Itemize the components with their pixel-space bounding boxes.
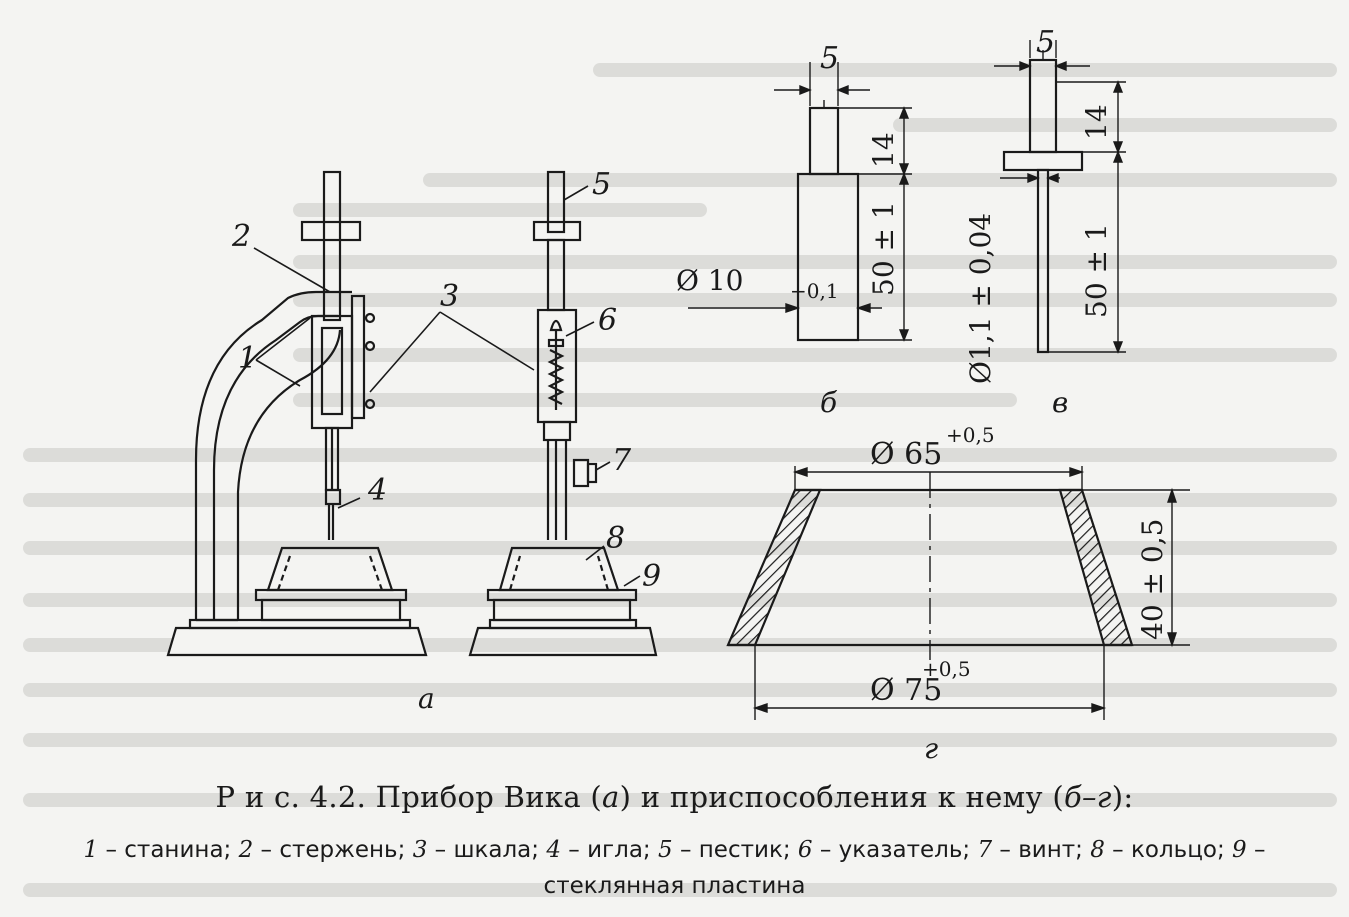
legend-text-2: – стержень;: [253, 837, 413, 863]
needle-drawing: [1002, 50, 1084, 354]
v-width-label: 5: [1036, 25, 1055, 60]
figure-caption-title: Р и с. 4.2. Прибор Вика (а) и приспособл…: [215, 780, 1134, 814]
panel-label-v: в: [1052, 386, 1068, 419]
b-diameter-tol-label: −0,1: [790, 279, 839, 303]
callout-4: 4: [367, 473, 387, 508]
g-bottom-tol-label: +0,5: [922, 657, 971, 681]
g-top-diameter-label: Ø 65: [870, 437, 942, 472]
legend-num-4: 4: [546, 837, 561, 863]
legend-text-3: – шкала;: [427, 837, 547, 863]
apparatus-front-view: [468, 170, 658, 657]
legend-text-1: – станина;: [98, 837, 239, 863]
ring-dimensions: [752, 466, 1190, 720]
legend-num-3: 3: [412, 837, 428, 863]
callout-9: 9: [642, 559, 661, 594]
legend-num-6: 6: [797, 837, 813, 863]
v-needle-height-label: 50 ± 1: [1080, 223, 1113, 318]
legend-num-1: 1: [83, 837, 99, 863]
legend-text-9: – стеклянная пластина: [543, 837, 1266, 899]
legend-num-2: 2: [238, 837, 254, 863]
legend-text-5: – пестик;: [672, 837, 798, 863]
v-needle-diameter-label: Ø1,1 ± 0,04: [964, 213, 997, 384]
plunger-dimensions: [688, 62, 912, 342]
v-top-height-label: 14: [1080, 104, 1113, 140]
caption-prefix: Р и с. 4.2.: [215, 780, 367, 814]
ring-dimension-labels: Ø 65 +0,5 40 ± 0,5 Ø 75 +0,5: [870, 423, 1169, 708]
panel-label-g: г: [924, 732, 938, 765]
g-height-label: 40 ± 0,5: [1136, 519, 1169, 640]
b-diameter-label: Ø 10: [676, 264, 743, 297]
callout-7: 7: [612, 443, 632, 478]
callout-6: 6: [598, 303, 617, 338]
legend-num-9: 9: [1232, 837, 1247, 863]
b-body-height-label: 50 ± 1: [867, 201, 900, 296]
figure-caption-legend: 1 – станина; 2 – стержень; 3 – шкала; 4 …: [20, 832, 1329, 904]
callouts-panel-a-right: [563, 185, 641, 587]
callouts-panel-a: [253, 247, 535, 509]
ring-drawing: [726, 472, 1134, 660]
panel-label-a: а: [418, 682, 435, 715]
legend-num-5: 5: [658, 837, 673, 863]
legend-text-8: – кольцо;: [1104, 837, 1233, 863]
legend-text-4: – игла;: [560, 837, 658, 863]
callout-3: 3: [440, 279, 459, 314]
g-top-tol-label: +0,5: [946, 423, 995, 447]
legend-text-7: – винт;: [992, 837, 1091, 863]
needle-dimension-labels: 5 14 50 ± 1 Ø1,1 ± 0,04: [964, 25, 1113, 384]
callout-2: 2: [231, 219, 251, 254]
b-width-label: 5: [820, 41, 839, 76]
legend-num-8: 8: [1090, 837, 1105, 863]
b-top-height-label: 14: [867, 132, 900, 168]
legend-text-6: – указатель;: [812, 837, 978, 863]
panel-label-b: б: [820, 386, 838, 419]
callout-1: 1: [238, 341, 257, 376]
legend-num-7: 7: [977, 837, 993, 863]
apparatus-side-view: [166, 170, 428, 657]
plunger-dimension-labels: 5 14 50 ± 1 Ø 10 −0,1: [676, 41, 900, 303]
callout-numbers: 2 1 3 4 5 6 7 8 9: [231, 167, 661, 594]
g-bottom-diameter-label: Ø 75: [870, 673, 942, 708]
needle-dimensions: [994, 40, 1126, 354]
plunger-drawing: [796, 100, 860, 342]
callout-5: 5: [592, 167, 611, 202]
callout-8: 8: [606, 521, 625, 556]
